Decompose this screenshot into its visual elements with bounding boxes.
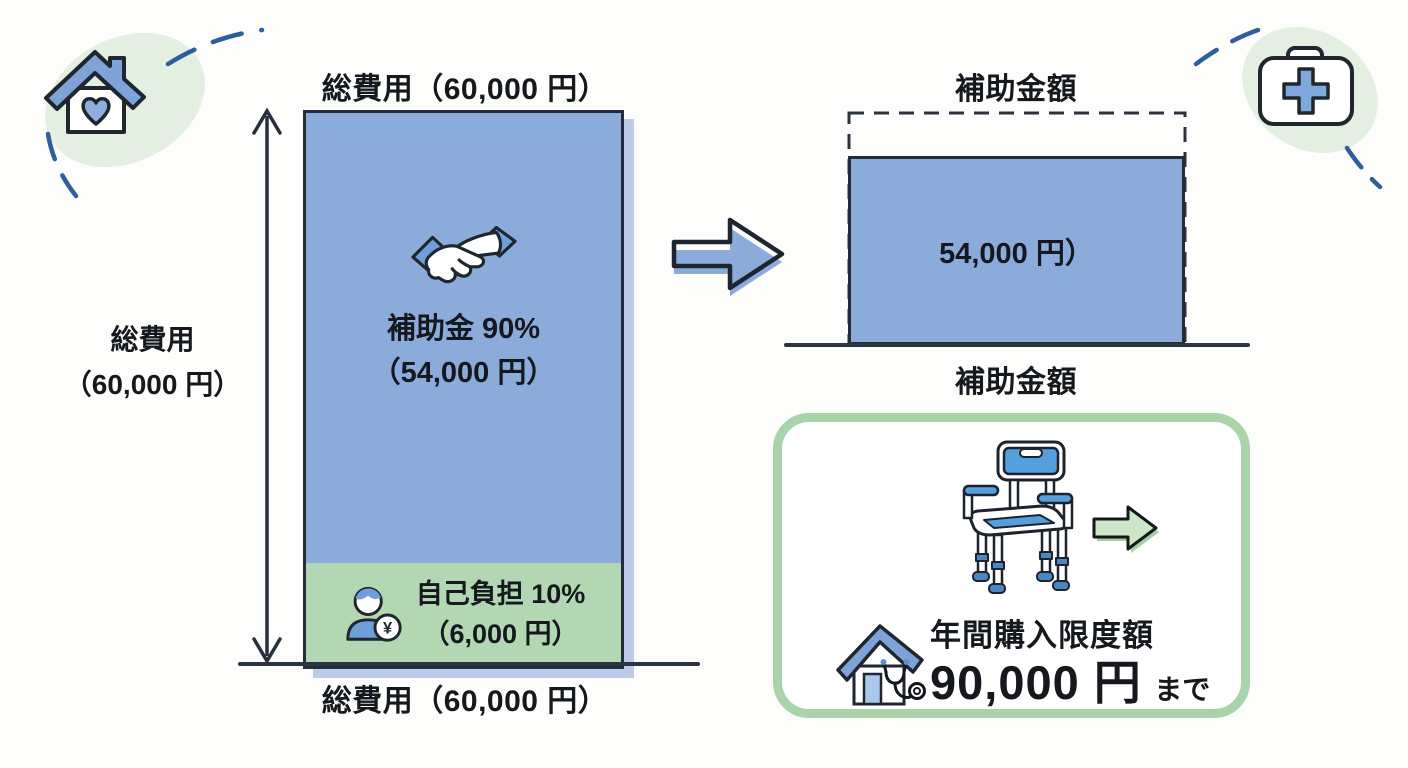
- dashed-swoosh: [165, 27, 265, 67]
- total-cost-top-label: 総費用（60,000 円）: [321, 73, 609, 106]
- annual-limit-title: 年間購入限度額: [930, 618, 1154, 653]
- subsidy-amount-bottom-label: 補助金額: [955, 366, 1077, 399]
- house-stethoscope-icon: [836, 624, 926, 706]
- person-yen-icon: ¥: [346, 586, 402, 642]
- subsidy-segment: 補助金 90% （54,000 円）: [306, 113, 621, 563]
- first-aid-kit-icon: [1258, 46, 1354, 126]
- annual-limit-card: 年間購入限度額 90,000 円 まで: [773, 413, 1250, 718]
- dashed-swoosh: [1344, 145, 1383, 190]
- height-double-arrow: [252, 107, 282, 665]
- self-pay-segment: ¥ 自己負担 10% （6,000 円）: [306, 563, 621, 666]
- side-label-line2: （60,000 円）: [63, 368, 242, 400]
- subsidy-amount: （54,000 円）: [371, 357, 556, 390]
- side-label-line1: 総費用: [110, 324, 195, 355]
- total-cost-bar: 補助金 90% （54,000 円） ¥ 自己負担 10% （6,000 円）: [303, 110, 624, 669]
- first-aid-decoration: [1193, 27, 1383, 190]
- transform-arrow-icon: [671, 217, 785, 296]
- yen-badge: ¥: [383, 619, 393, 637]
- selfpay-amount: （6,000 円）: [422, 618, 579, 649]
- home-heart-decoration: [44, 27, 265, 199]
- shower-chair-icon: [962, 440, 1074, 594]
- subsidy-amount-bar: 54,000 円）: [848, 156, 1185, 345]
- left-baseline: [238, 662, 700, 666]
- next-step-arrow-icon: [1092, 505, 1159, 553]
- limit-amount-value: 90,000 円: [930, 656, 1142, 709]
- subsidy-amount-value: 54,000 円）: [939, 237, 1094, 270]
- right-baseline: [784, 343, 1250, 347]
- handshake-icon: [410, 225, 517, 284]
- annual-limit-amount: 90,000 円 まで: [930, 644, 1250, 713]
- dashed-swoosh: [1193, 27, 1261, 67]
- subsidy-amount-top-label: 補助金額: [955, 73, 1077, 106]
- total-cost-side-label: 総費用 （60,000 円）: [30, 318, 275, 408]
- selfpay-label: 自己負担 10%: [415, 579, 586, 610]
- house-heart-icon: [44, 50, 146, 134]
- total-cost-bottom-label: 総費用（60,000 円）: [321, 685, 609, 718]
- limit-amount-suffix: まで: [1154, 674, 1211, 705]
- dashed-swoosh: [45, 131, 79, 199]
- subsidy-label: 補助金 90%: [386, 313, 541, 345]
